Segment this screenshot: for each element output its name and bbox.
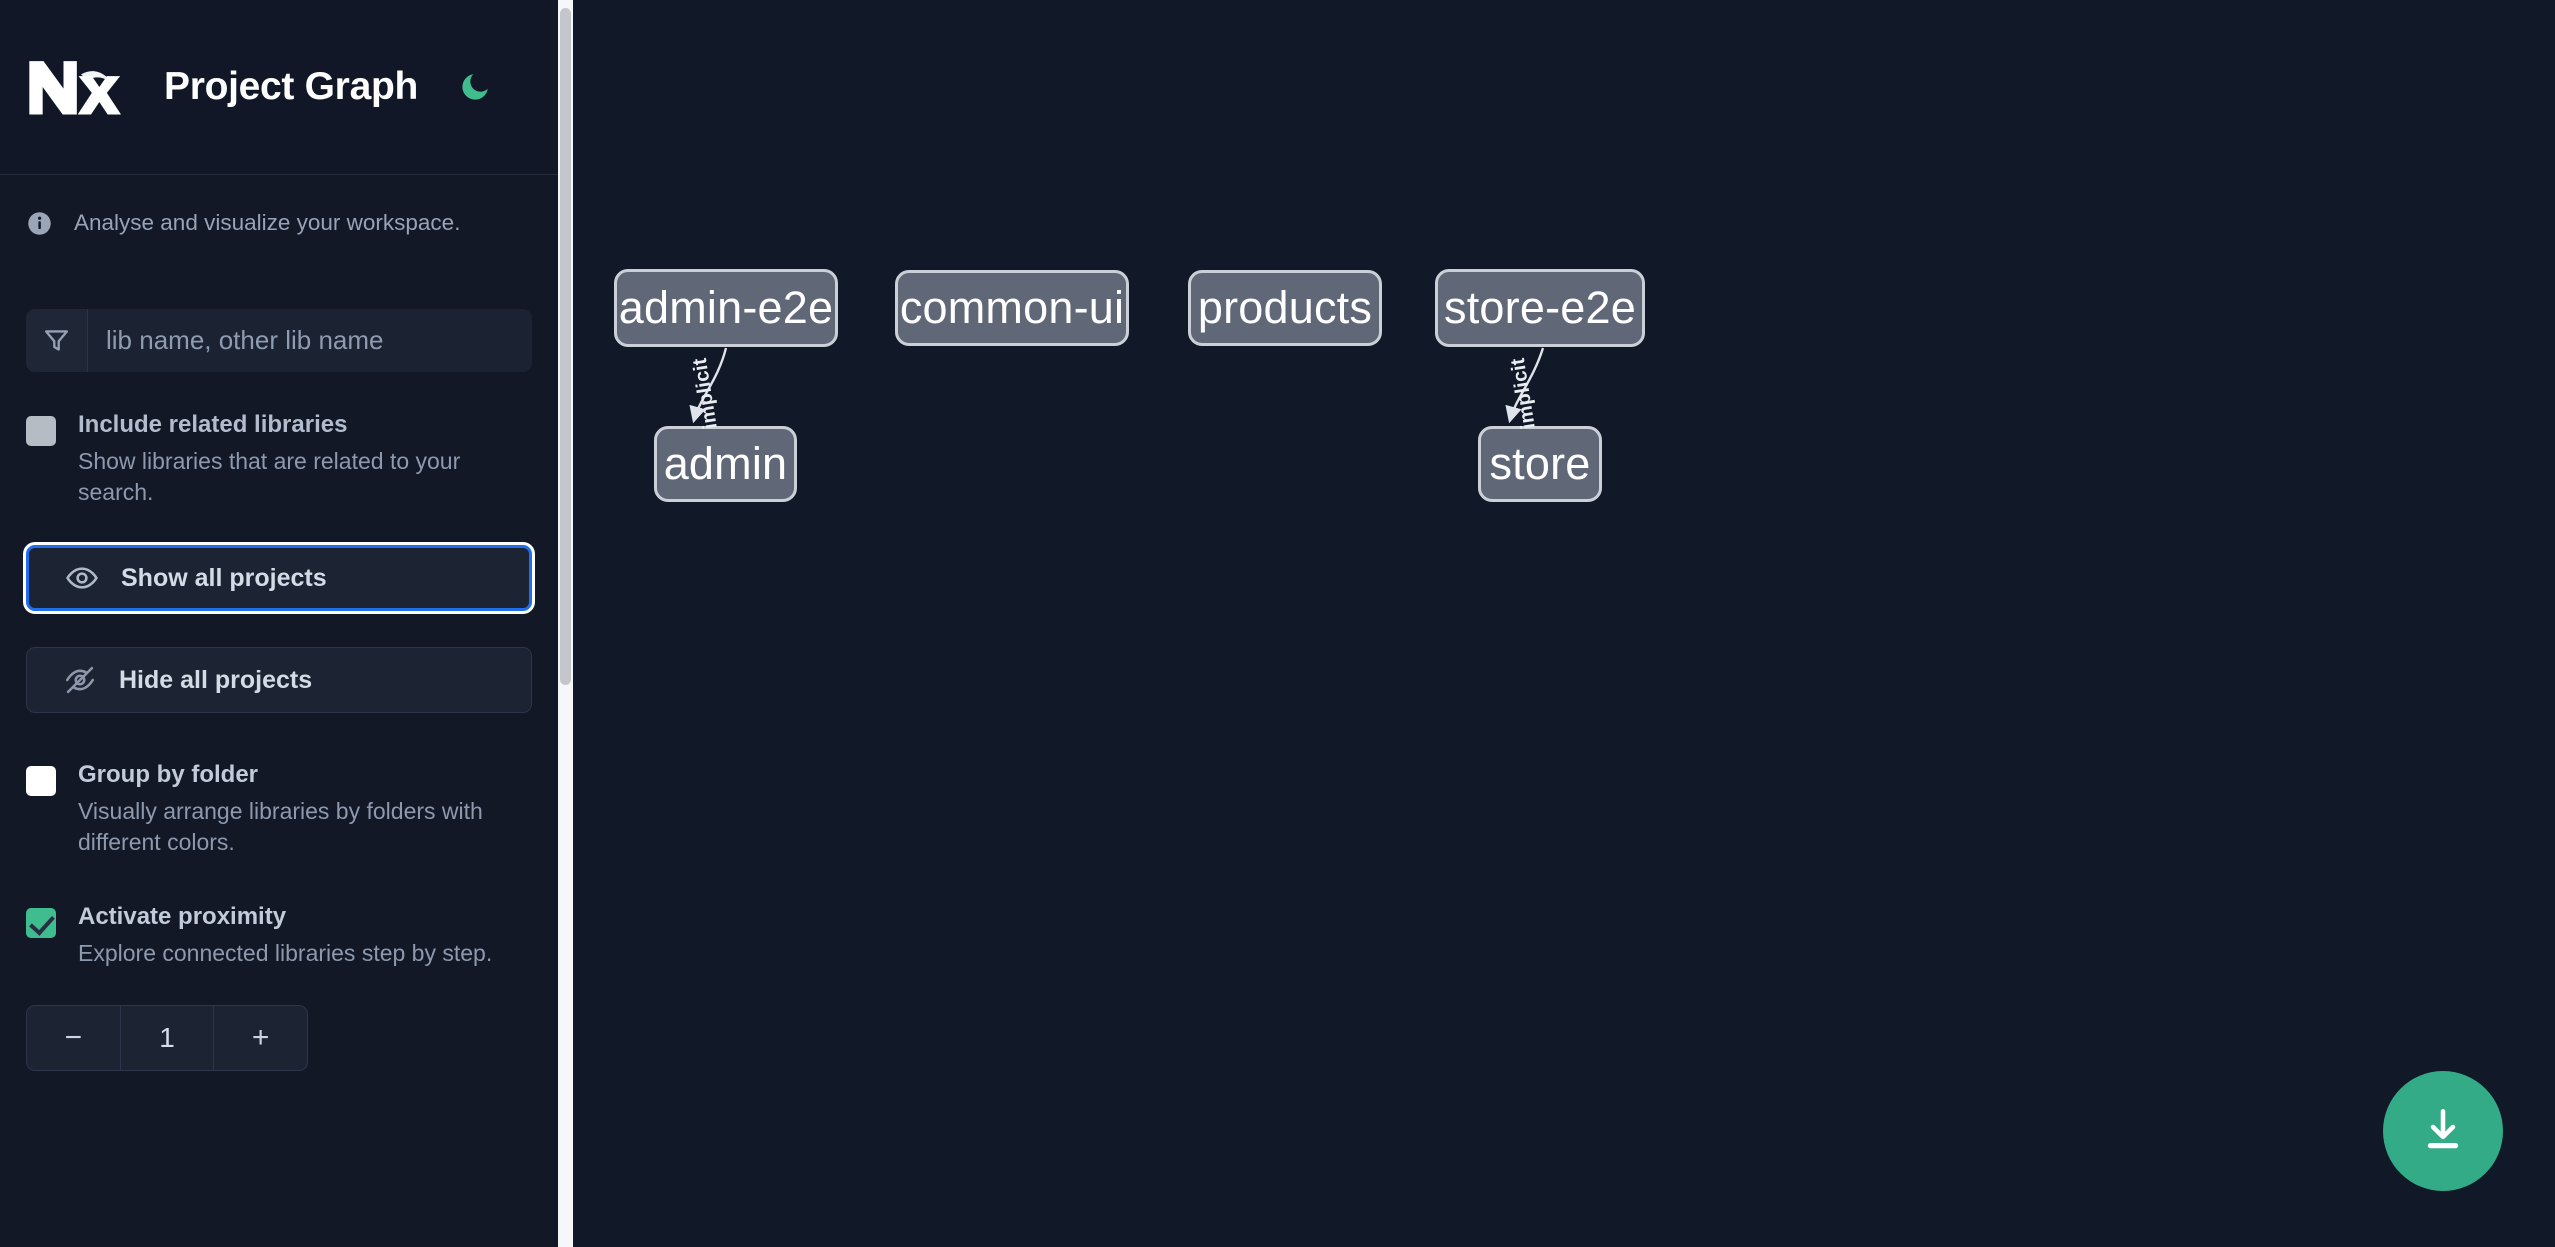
include-related-libraries-checkbox[interactable] — [26, 416, 56, 446]
graph-node-products[interactable]: products — [1188, 270, 1382, 346]
graph-node-label: store — [1489, 438, 1591, 489]
show-all-projects-button[interactable]: Show all projects — [26, 545, 532, 612]
option-title: Include related libraries — [78, 411, 348, 438]
graph-node-admin[interactable]: admin — [654, 426, 797, 502]
moon-icon[interactable] — [454, 66, 496, 108]
graph-node-store[interactable]: store — [1478, 426, 1602, 502]
graph-node-store-e2e[interactable]: store-e2e — [1435, 269, 1645, 347]
proximity-value: 1 — [121, 1005, 215, 1070]
sidebar-body: Include related libraries Show libraries… — [0, 309, 558, 1071]
option-description: Explore connected libraries step by step… — [78, 940, 493, 967]
download-graph-button[interactable] — [2383, 1071, 2503, 1191]
sidebar-header: Project Graph — [0, 0, 558, 175]
graph-node-label: store-e2e — [1444, 282, 1636, 333]
graph-node-admin-e2e[interactable]: admin-e2e — [614, 269, 838, 347]
group-by-folder-checkbox[interactable] — [26, 766, 56, 797]
graph-canvas[interactable]: admin-e2e common-ui products store-e2e a… — [558, 0, 2555, 1247]
eye-off-icon — [63, 663, 97, 697]
tagline: Analyse and visualize your workspace. — [0, 175, 558, 271]
option-title: Activate proximity — [78, 903, 287, 931]
graph-node-label: common-ui — [899, 282, 1125, 333]
option-description: Visually arrange libraries by folders wi… — [78, 798, 483, 855]
download-icon — [2417, 1104, 2469, 1159]
proximity-increment-button[interactable]: + — [251, 1020, 270, 1054]
graph-edges — [689, 347, 1545, 424]
option-text: Activate proximity Explore connected lib… — [78, 902, 492, 969]
graph-node-label: products — [1197, 282, 1373, 333]
nx-logo-icon — [26, 56, 126, 118]
proximity-stepper: − 1 + — [26, 1004, 308, 1071]
show-all-projects-label: Show all projects — [121, 563, 327, 592]
proximity-decrement-button[interactable]: − — [27, 1005, 121, 1070]
option-title: Group by folder — [78, 761, 258, 789]
graph-node-common-ui[interactable]: common-ui — [895, 270, 1129, 346]
funnel-icon[interactable] — [26, 309, 88, 372]
graph-node-label: admin-e2e — [618, 282, 834, 333]
eye-icon — [65, 561, 99, 595]
option-include-related-libraries[interactable]: Include related libraries Show libraries… — [26, 410, 532, 507]
page-title: Project Graph — [164, 65, 418, 108]
hide-all-projects-label: Hide all projects — [119, 665, 313, 694]
option-text: Include related libraries Show libraries… — [78, 410, 526, 507]
sidebar: Project Graph Analyse and visualize your… — [0, 0, 558, 1247]
activate-proximity-checkbox[interactable] — [26, 908, 56, 939]
option-group-by-folder[interactable]: Group by folder Visually arrange librari… — [26, 760, 532, 857]
option-description: Show libraries that are related to your … — [78, 448, 461, 505]
sidebar-scrollbar-thumb[interactable] — [560, 8, 571, 685]
option-activate-proximity[interactable]: Activate proximity Explore connected lib… — [26, 902, 532, 969]
option-text: Group by folder Visually arrange librari… — [78, 760, 526, 857]
search-input[interactable] — [88, 309, 532, 372]
info-icon — [26, 210, 53, 237]
tagline-text: Analyse and visualize your workspace. — [74, 210, 461, 235]
filter-bar — [26, 309, 532, 372]
graph-node-label: admin — [663, 438, 788, 489]
hide-all-projects-button[interactable]: Hide all projects — [26, 647, 532, 714]
